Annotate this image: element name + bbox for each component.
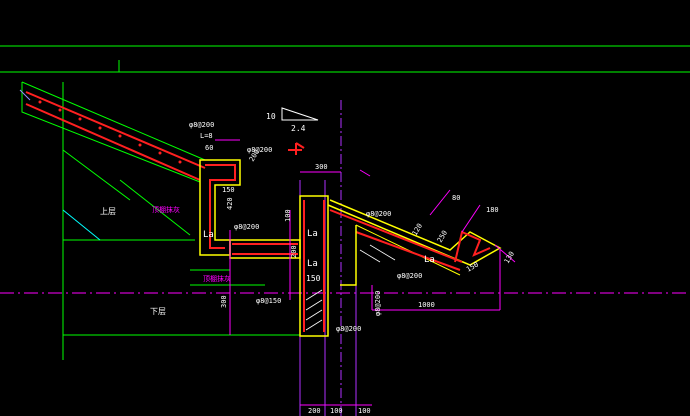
rebar-label-beam-a: φ8@200 [234,223,259,231]
rebar-label-right-top: φ8@200 [366,210,391,218]
hatch-c [119,179,191,236]
dim-180: 180 [486,206,499,214]
rebar-label-gutter: φ8@200 [247,146,272,154]
dim-100: 100 [284,209,292,222]
rebar-label-top-left: φ8@200 [189,121,214,129]
right-wall-outline [340,225,357,286]
dim-60: 60 [205,144,213,152]
dim-150c: 150 [465,260,480,273]
dim-250: 250 [436,229,449,244]
hatch-b [62,209,101,241]
right-slab-rebar-bot [355,231,461,271]
dim-1000: 1000 [418,301,435,309]
slope-triangle [281,107,319,121]
column-hatch [305,289,323,331]
level-lower-label: 下层 [150,307,166,316]
left-rebar-bot [25,103,201,181]
dim-130: 130 [503,250,516,265]
rebar-label-right-bot: φ8@200 [397,272,422,280]
dim-80: 80 [452,194,460,202]
column-dim-150: 150 [306,274,321,283]
lap-label-4: La [424,255,435,265]
dim-100-b: 100 [330,407,343,415]
dim-200-a: 200 [290,245,298,258]
slope-rise-label: 2.4 [291,124,306,133]
left-rebar-dots [38,100,182,164]
dim-line-sl-b [461,204,481,233]
lap-label-3: La [307,259,318,269]
dim-tick-a [359,169,371,177]
right-hatch-b [369,244,396,261]
rebar-label-wall: φ8@200 [336,325,361,333]
dim-300-top: 300 [315,163,328,171]
slope-run-label: 10 [266,112,276,121]
lap-label-2: La [307,229,318,239]
dim-420: 420 [226,197,234,210]
hatch-a [62,149,131,201]
left-gutter-outline [199,159,241,256]
dim-line-sl-c [494,244,516,263]
right-hatch-a [359,249,381,263]
dim-line-sl-a [429,189,451,216]
right-slab-rebar-top [329,209,463,263]
level-upper-label: 上层 [100,207,116,216]
ceiling-note-1: 顶棚抹灰 [152,205,180,214]
dim-120: 120 [411,222,424,237]
column-outline [299,195,329,337]
right-gutter-rebar [454,230,491,263]
rebar-label-beam-b: φ8@150 [256,297,281,305]
dim-100-c: 100 [358,407,371,415]
dim-150: 150 [222,186,235,194]
lap-label-1: La [203,230,214,240]
left-gutter-rebar [205,164,236,249]
ceiling-note-2: 顶棚抹灰 [203,274,231,283]
rebar-label-vert: φ8@200 [374,291,382,316]
dim-tick-b [19,89,31,101]
dim-200-b: 200 [308,407,321,415]
dim-300-v: 300 [220,295,228,308]
left-slab-top [21,81,206,161]
rebar-label-top-left-b: L=8 [200,132,213,140]
left-rebar-top [25,91,206,169]
section-marker [288,142,305,155]
